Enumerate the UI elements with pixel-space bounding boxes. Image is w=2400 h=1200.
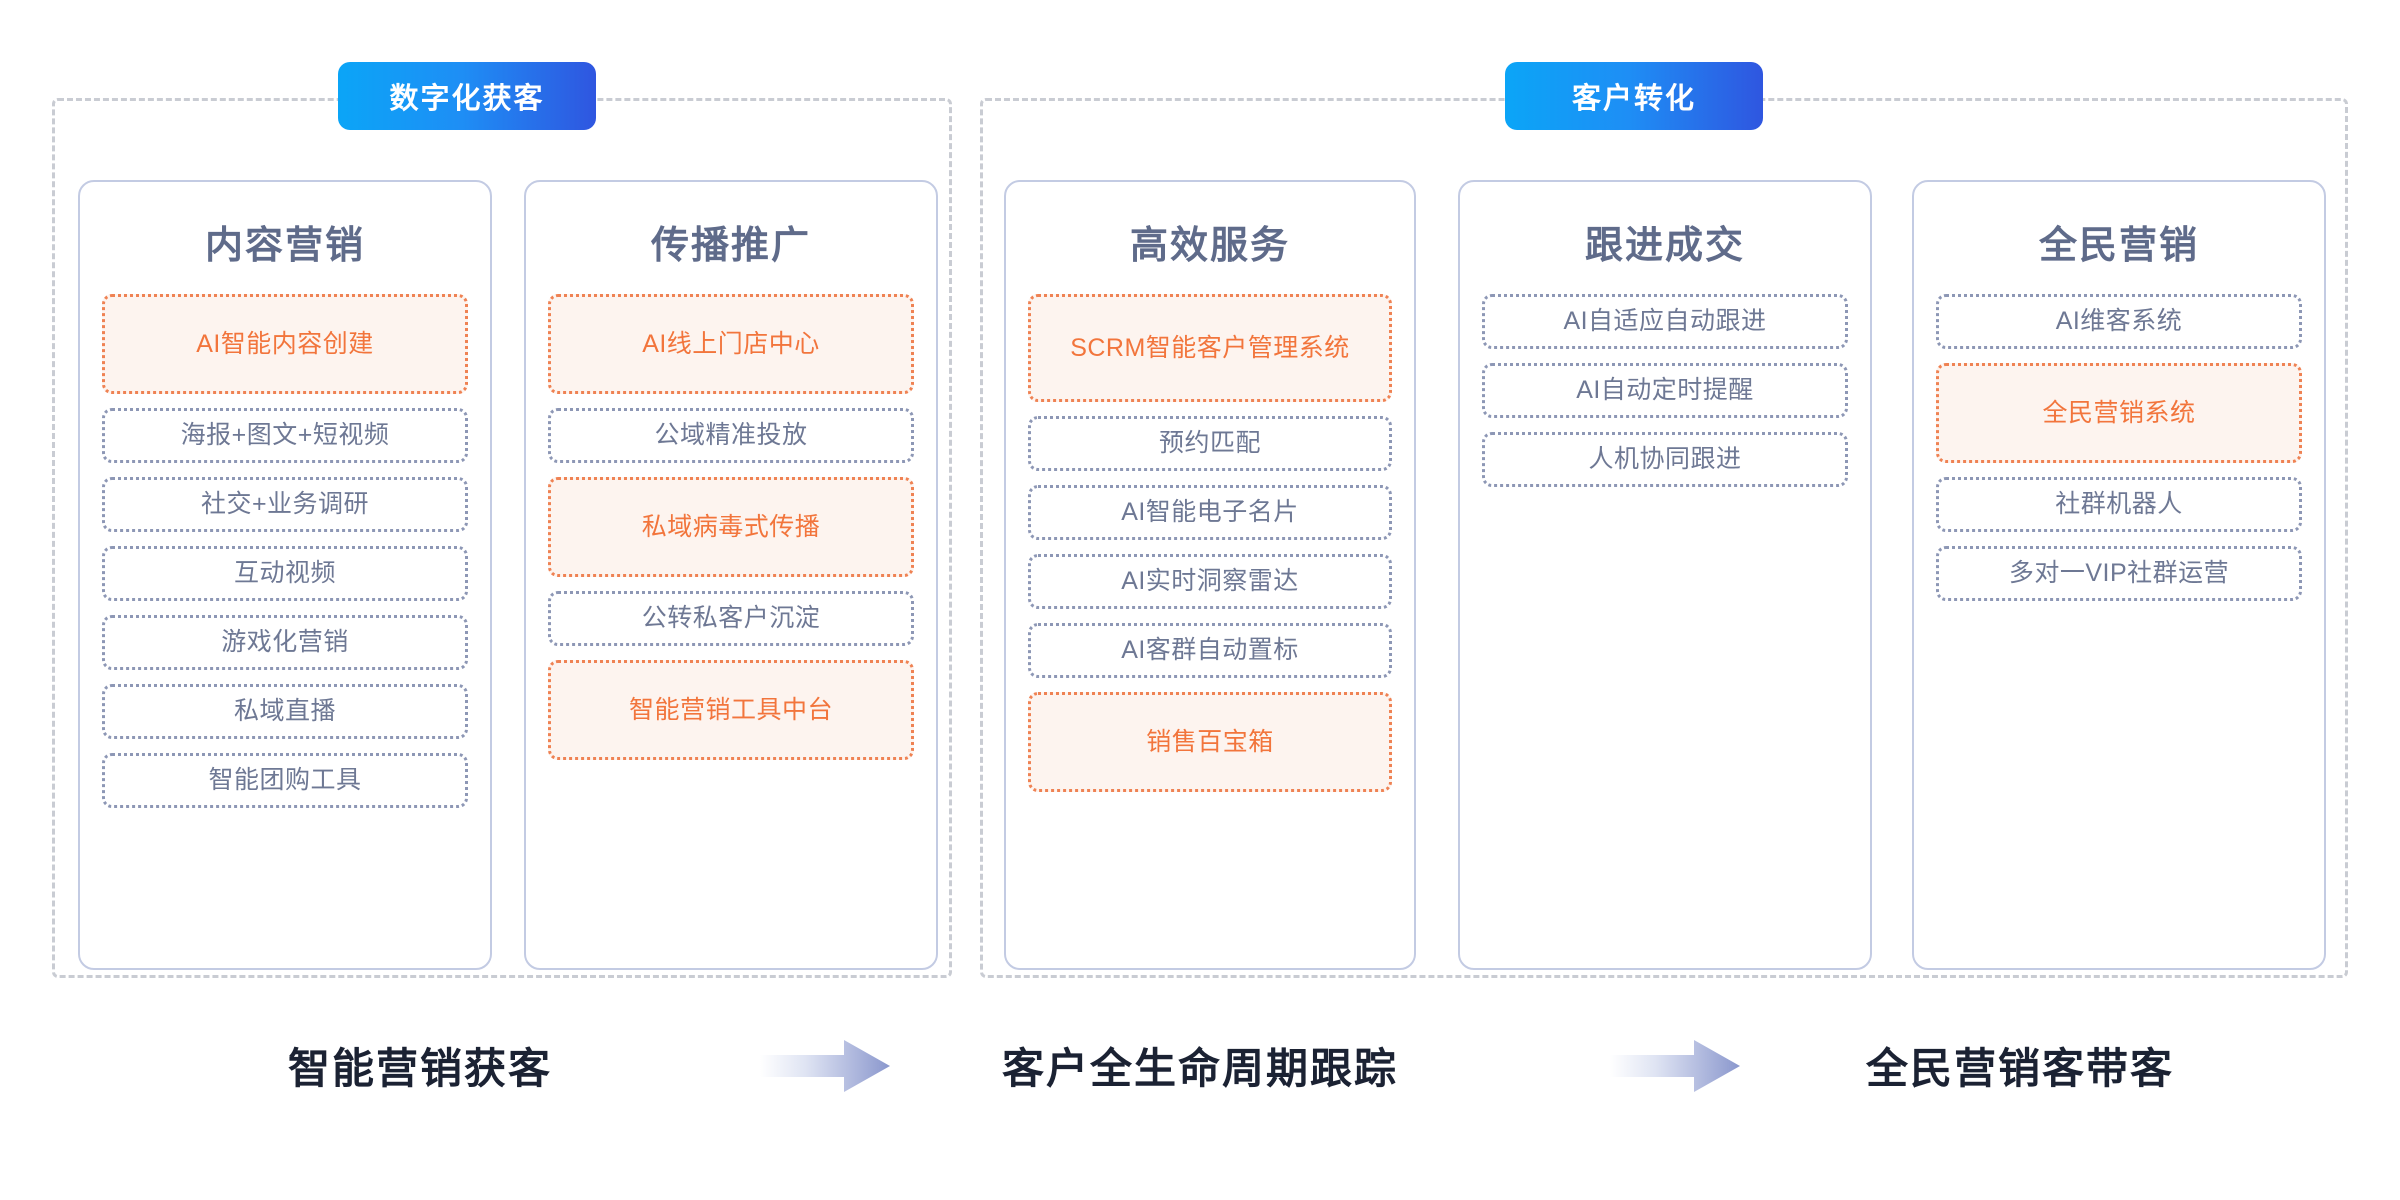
card-item-list: SCRM智能客户管理系统 预约匹配 AI智能电子名片 AI实时洞察雷达 AI客群…	[1028, 293, 1392, 792]
arrow-right-icon	[760, 1040, 890, 1092]
list-item[interactable]: 销售百宝箱	[1028, 691, 1392, 792]
card-followup-deal: 跟进成交 AI自适应自动跟进 AI自动定时提醒 人机协同跟进	[1458, 180, 1872, 970]
list-item[interactable]: 海报+图文+短视频	[102, 407, 468, 463]
list-item[interactable]: 公域精准投放	[548, 407, 914, 463]
list-item[interactable]: AI自适应自动跟进	[1482, 293, 1848, 349]
list-item[interactable]: AI自动定时提醒	[1482, 362, 1848, 418]
list-item[interactable]: 私域直播	[102, 683, 468, 739]
list-item[interactable]: 智能团购工具	[102, 752, 468, 808]
list-item[interactable]: 互动视频	[102, 545, 468, 601]
list-item[interactable]: 智能营销工具中台	[548, 659, 914, 760]
list-item[interactable]: 公转私客户沉淀	[548, 590, 914, 646]
card-title: 传播推广	[650, 225, 811, 267]
group-badge-conversion: 客户转化	[1505, 62, 1763, 130]
list-item[interactable]: AI客群自动置标	[1028, 622, 1392, 678]
card-title: 跟进成交	[1584, 225, 1745, 267]
list-item[interactable]: 人机协同跟进	[1482, 431, 1848, 487]
card-promotion: 传播推广 AI线上门店中心 公域精准投放 私域病毒式传播 公转私客户沉淀 智能营…	[524, 180, 938, 970]
card-title: 内容营销	[204, 225, 365, 267]
list-item[interactable]: 私域病毒式传播	[548, 476, 914, 577]
list-item[interactable]: AI智能电子名片	[1028, 484, 1392, 540]
list-item[interactable]: 多对一VIP社群运营	[1936, 545, 2302, 601]
list-item[interactable]: 社群机器人	[1936, 476, 2302, 532]
card-title: 全民营销	[2038, 225, 2199, 267]
list-item[interactable]: AI维客系统	[1936, 293, 2302, 349]
list-item[interactable]: 全民营销系统	[1936, 362, 2302, 463]
list-item[interactable]: SCRM智能客户管理系统	[1028, 293, 1392, 402]
arrow-right-icon	[1610, 1040, 1740, 1092]
list-item[interactable]: AI智能内容创建	[102, 293, 468, 394]
footer-label-referral: 全民营销客带客	[1865, 1044, 2174, 1092]
group-badge-acquisition: 数字化获客	[338, 62, 596, 130]
footer-label-acquisition: 智能营销获客	[287, 1044, 552, 1092]
card-efficient-service: 高效服务 SCRM智能客户管理系统 预约匹配 AI智能电子名片 AI实时洞察雷达…	[1004, 180, 1416, 970]
card-item-list: AI自适应自动跟进 AI自动定时提醒 人机协同跟进	[1482, 293, 1848, 487]
list-item[interactable]: 社交+业务调研	[102, 476, 468, 532]
footer-flow: 智能营销获客 客户全生命周期跟踪 全民营销客带客	[0, 1030, 2400, 1140]
footer-label-lifecycle: 客户全生命周期跟踪	[1001, 1044, 1398, 1092]
list-item[interactable]: AI线上门店中心	[548, 293, 914, 394]
list-item[interactable]: 预约匹配	[1028, 415, 1392, 471]
card-title: 高效服务	[1129, 225, 1290, 267]
card-row: 内容营销 AI智能内容创建 海报+图文+短视频 社交+业务调研 互动视频 游戏化…	[0, 180, 2400, 970]
card-item-list: AI线上门店中心 公域精准投放 私域病毒式传播 公转私客户沉淀 智能营销工具中台	[548, 293, 914, 760]
card-item-list: AI维客系统 全民营销系统 社群机器人 多对一VIP社群运营	[1936, 293, 2302, 601]
card-item-list: AI智能内容创建 海报+图文+短视频 社交+业务调研 互动视频 游戏化营销 私域…	[102, 293, 468, 808]
list-item[interactable]: 游戏化营销	[102, 614, 468, 670]
list-item[interactable]: AI实时洞察雷达	[1028, 553, 1392, 609]
card-content-marketing: 内容营销 AI智能内容创建 海报+图文+短视频 社交+业务调研 互动视频 游戏化…	[78, 180, 492, 970]
card-all-staff-marketing: 全民营销 AI维客系统 全民营销系统 社群机器人 多对一VIP社群运营	[1912, 180, 2326, 970]
